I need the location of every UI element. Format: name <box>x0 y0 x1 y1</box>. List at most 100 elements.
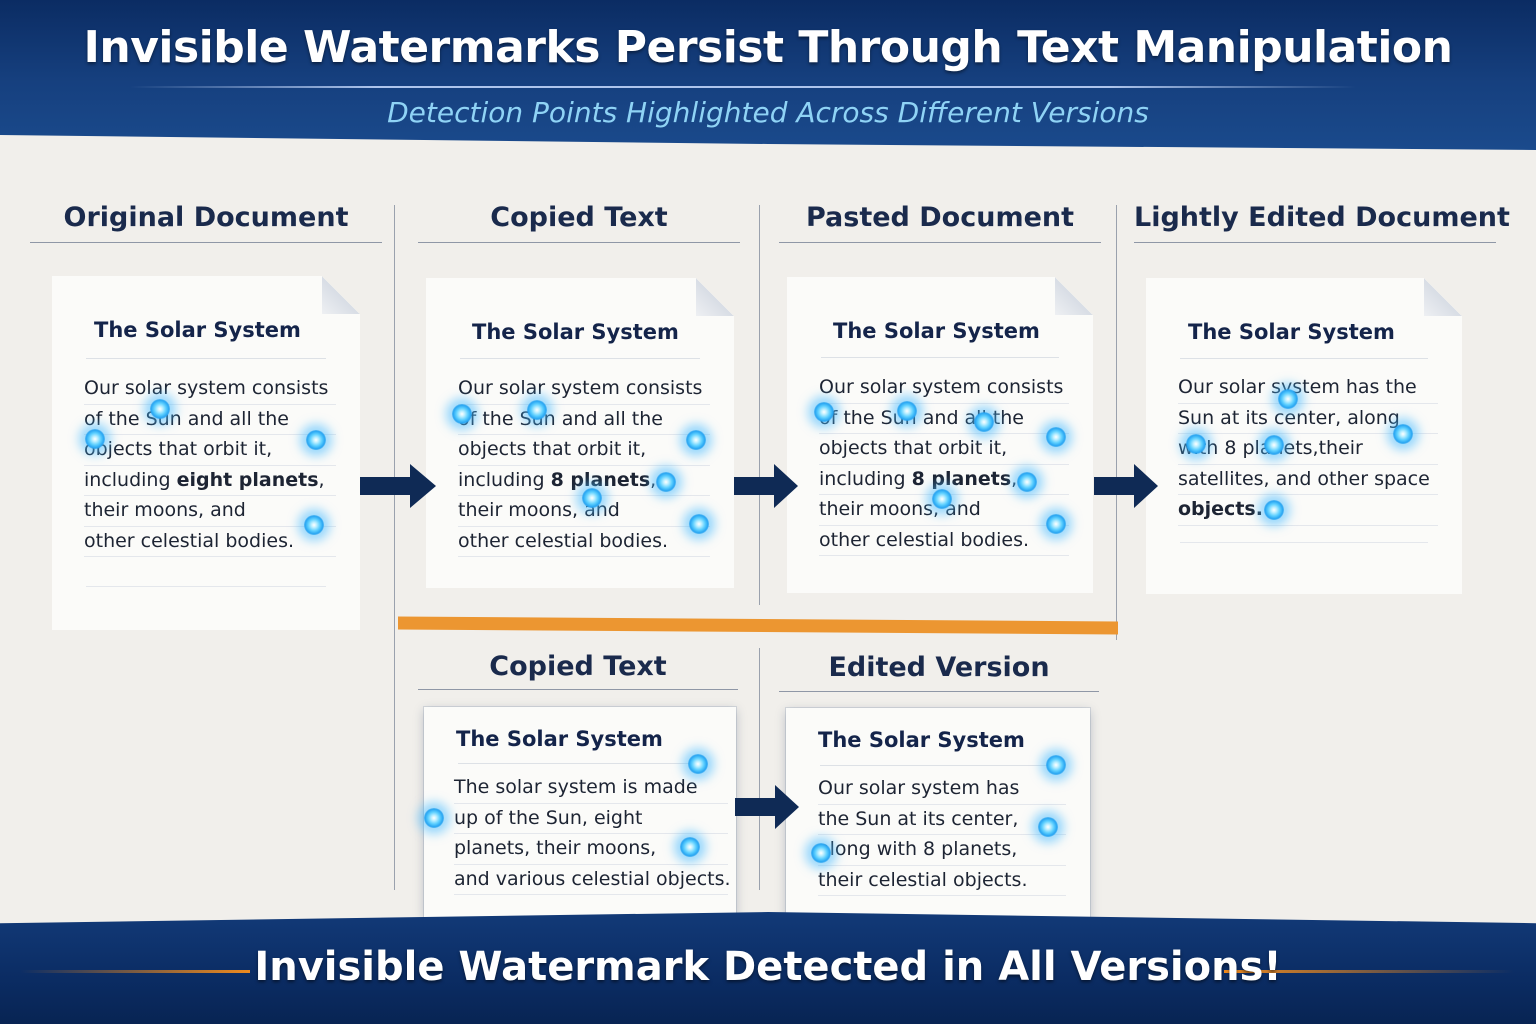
watermark-point-icon <box>424 808 444 828</box>
column-divider <box>759 205 760 605</box>
doc-title: The Solar System <box>1188 320 1395 344</box>
page-fold-icon <box>1055 277 1093 315</box>
watermark-point-icon <box>1264 500 1284 520</box>
header-band <box>0 0 1536 150</box>
doc-line: objects. <box>1178 495 1438 526</box>
watermark-point-icon <box>1393 424 1413 444</box>
footer-message: Invisible Watermark Detected in All Vers… <box>254 944 1282 990</box>
document-original: The Solar System Our solar system consis… <box>52 276 360 630</box>
doc-bold-phrase: eight planets <box>176 468 319 491</box>
watermark-point-icon <box>304 515 324 535</box>
doc-line: other celestial bodies. <box>819 526 1069 557</box>
footer-accent-line <box>1224 970 1514 973</box>
doc-body: The solar system is made up of the Sun, … <box>454 773 731 895</box>
doc-line: including 8 planets, <box>458 466 710 497</box>
watermark-point-icon <box>1046 755 1066 775</box>
doc-title-rule <box>820 765 1056 766</box>
column-divider <box>394 205 395 890</box>
doc-line: Our solar system consists <box>84 374 336 405</box>
header-divider <box>130 86 1356 88</box>
doc-line: Our solar system consists <box>819 373 1069 404</box>
heading-lightly-edited-document: Lightly Edited Document <box>1134 202 1510 233</box>
doc-empty-rule <box>86 586 326 587</box>
doc-title: The Solar System <box>456 727 663 751</box>
watermark-point-icon <box>1278 389 1298 409</box>
doc-line: Our solar system consists <box>458 374 710 405</box>
doc-line: Sun at its center, along <box>1178 404 1438 435</box>
page-subtitle: Detection Points Highlighted Across Diff… <box>387 96 1149 129</box>
document-copied-2: The Solar System The solar system is mad… <box>424 707 736 917</box>
heading-rule <box>1134 242 1496 243</box>
doc-line: other celestial bodies. <box>84 527 336 558</box>
arrow-right-icon <box>1094 464 1158 508</box>
heading-rule <box>418 242 740 243</box>
doc-body: Our solar system consists of the Sun and… <box>819 373 1069 556</box>
doc-title: The Solar System <box>833 319 1040 343</box>
page-fold-icon <box>322 276 360 314</box>
doc-bold-phrase: objects. <box>1178 498 1263 520</box>
doc-title: The Solar System <box>94 318 301 342</box>
watermark-point-icon <box>1264 435 1284 455</box>
doc-line: planets, their moons, <box>454 834 728 865</box>
doc-line: The solar system is made <box>454 773 728 804</box>
doc-bold-phrase: 8 planets <box>550 468 651 491</box>
document-copied: The Solar System Our solar system consis… <box>426 278 734 588</box>
doc-line: of the Sun and all the <box>819 404 1069 435</box>
watermark-point-icon <box>686 430 706 450</box>
doc-title-rule <box>460 358 700 359</box>
column-divider <box>1116 205 1117 640</box>
watermark-point-icon <box>527 400 547 420</box>
doc-body: Our solar system consists of the Sun and… <box>84 374 336 557</box>
doc-body: Our solar system has the Sun at its cent… <box>818 774 1066 896</box>
watermark-point-icon <box>680 837 700 857</box>
arrow-right-icon <box>734 464 798 508</box>
doc-body: Our solar system consists of the Sun and… <box>458 374 710 557</box>
doc-line: objects that orbit it, <box>819 434 1069 465</box>
heading-rule <box>418 689 738 690</box>
heading-pasted-document: Pasted Document <box>805 202 1075 233</box>
heading-rule <box>779 691 1099 692</box>
watermark-point-icon <box>85 429 105 449</box>
watermark-point-icon <box>811 843 831 863</box>
doc-line: objects that orbit it, <box>458 435 710 466</box>
watermark-point-icon <box>1046 427 1066 447</box>
doc-title-rule <box>821 357 1059 358</box>
watermark-point-icon <box>688 754 708 774</box>
doc-line: of the Sun and all the <box>84 405 336 436</box>
watermark-point-icon <box>689 514 709 534</box>
doc-title-rule <box>86 358 326 359</box>
doc-line: Our solar system has the <box>1178 373 1438 404</box>
watermark-point-icon <box>814 402 834 422</box>
doc-bold-phrase: 8 planets <box>911 467 1012 490</box>
heading-copied-text: Copied Text <box>490 202 668 233</box>
doc-line: including eight planets, <box>84 466 336 497</box>
arrow-right-icon <box>735 785 799 829</box>
doc-title-rule <box>458 763 702 764</box>
doc-title: The Solar System <box>472 320 679 344</box>
doc-line: their moons, and <box>84 496 336 527</box>
doc-line: the Sun at its center, <box>818 805 1066 835</box>
heading-rule <box>779 242 1101 243</box>
doc-body: Our solar system has the Sun at its cent… <box>1178 373 1438 526</box>
doc-line: of the Sun and all the <box>458 405 710 436</box>
watermark-point-icon <box>1186 434 1206 454</box>
watermark-point-icon <box>1046 514 1066 534</box>
doc-line: Our solar system has <box>818 774 1066 805</box>
arrow-right-icon <box>360 464 436 508</box>
watermark-point-icon <box>306 430 326 450</box>
doc-line: their moons, and <box>458 496 710 527</box>
page-title: Invisible Watermarks Persist Through Tex… <box>83 22 1453 73</box>
heading-original-document: Original Document <box>63 202 349 233</box>
doc-line: objects that orbit it, <box>84 435 336 466</box>
document-edited: The Solar System Our solar system has th… <box>786 708 1090 918</box>
doc-line: along with 8 planets, <box>818 835 1066 866</box>
doc-line: satellites, and other space <box>1178 465 1438 496</box>
watermark-point-icon <box>974 412 994 432</box>
doc-line: other celestial bodies. <box>458 527 710 558</box>
page-fold-icon <box>696 278 734 316</box>
branch-divider <box>398 616 1118 635</box>
doc-line: including 8 planets, <box>819 465 1069 496</box>
page-fold-icon <box>1424 278 1462 316</box>
heading-edited-version: Edited Version <box>828 652 1050 683</box>
doc-title-rule <box>1180 358 1428 359</box>
